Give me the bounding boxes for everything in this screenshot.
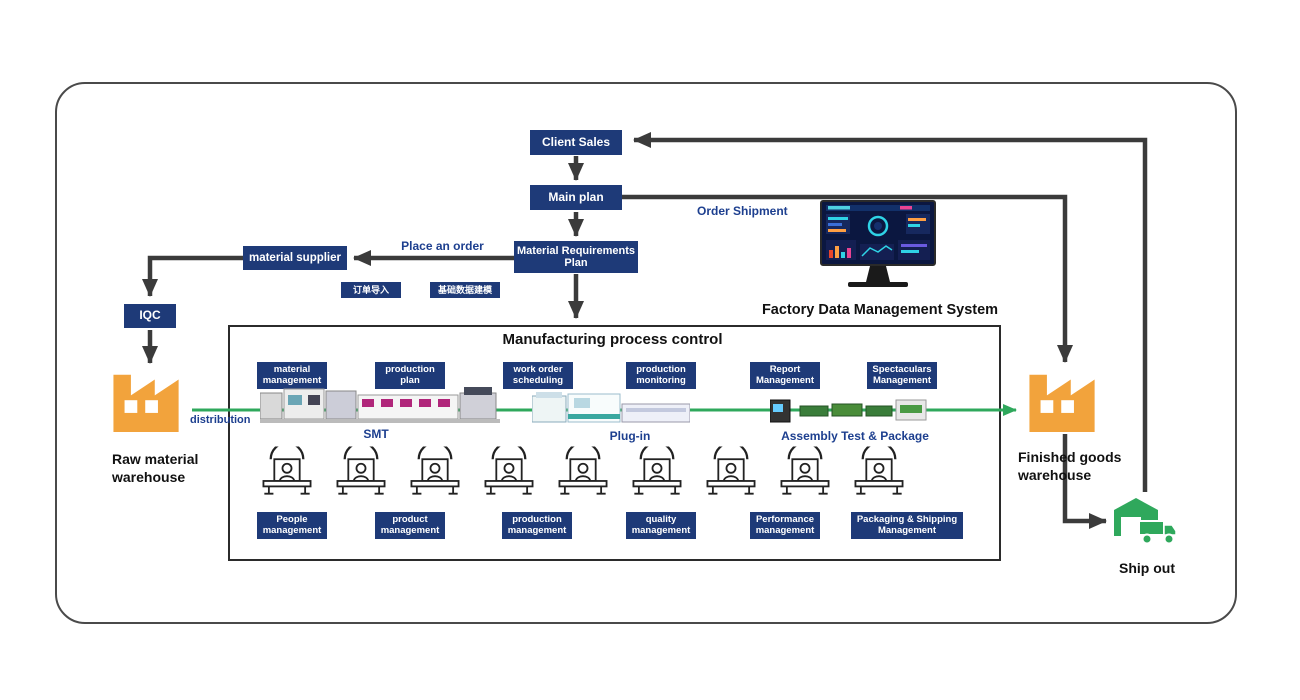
base-data-modeling-box: 基础数据建模 <box>430 282 500 298</box>
spectaculars-management-box: Spectaculars Management <box>867 362 937 389</box>
workstation-icon <box>480 444 538 498</box>
workstation-icon <box>258 444 316 498</box>
quality-management-box: quality management <box>626 512 696 539</box>
factory-dashboard-monitor-image <box>820 200 936 287</box>
production-plan-box: production plan <box>375 362 445 389</box>
finished-warehouse-label: Finished goods warehouse <box>1018 449 1122 484</box>
place-an-order-label: Place an order <box>401 239 484 253</box>
people-management-box: People management <box>257 512 327 539</box>
workstation-row <box>258 444 908 498</box>
production-monitoring-box: production monitoring <box>626 362 696 389</box>
workstation-icon <box>850 444 908 498</box>
material-supplier-box: material supplier <box>243 246 347 270</box>
product-management-box: product management <box>375 512 445 539</box>
workstation-icon <box>628 444 686 498</box>
main-plan-box: Main plan <box>530 185 622 210</box>
packaging-shipping-management-box: Packaging & Shipping Management <box>851 512 963 539</box>
plug-in-label: Plug-in <box>609 429 651 443</box>
smt-label: SMT <box>363 427 389 441</box>
workstation-icon <box>332 444 390 498</box>
order-import-box: 订单导入 <box>341 282 401 298</box>
assembly-line-image <box>770 399 927 423</box>
workstation-icon <box>776 444 834 498</box>
iqc-box: IQC <box>124 304 176 328</box>
order-shipment-label: Order Shipment <box>697 204 788 218</box>
ship-out-label: Ship out <box>1119 560 1175 576</box>
production-management-box: production management <box>502 512 572 539</box>
work-order-scheduling-box: work order scheduling <box>503 362 573 389</box>
raw-warehouse-label: Raw material warehouse <box>112 451 199 486</box>
distribution-label: distribution <box>190 414 251 426</box>
ship-out-icon <box>1112 494 1178 552</box>
report-management-box: Report Management <box>750 362 820 389</box>
workstation-icon <box>406 444 464 498</box>
plug-in-line-image <box>532 392 690 423</box>
smt-line-image <box>260 387 500 423</box>
material-management-box: material management <box>257 362 327 389</box>
factory-system-label: Factory Data Management System <box>761 302 999 318</box>
manufacturing-title: Manufacturing process control <box>502 331 723 348</box>
workstation-icon <box>702 444 760 498</box>
finished-warehouse-icon <box>1026 370 1106 432</box>
performance-management-box: Performance management <box>750 512 820 539</box>
client-sales-box: Client Sales <box>530 130 622 155</box>
material-requirements-plan-box: Material Requirements Plan <box>514 241 638 273</box>
raw-warehouse-icon <box>110 370 190 432</box>
workstation-icon <box>554 444 612 498</box>
assembly-test-package-label: Assembly Test & Package <box>781 429 929 443</box>
